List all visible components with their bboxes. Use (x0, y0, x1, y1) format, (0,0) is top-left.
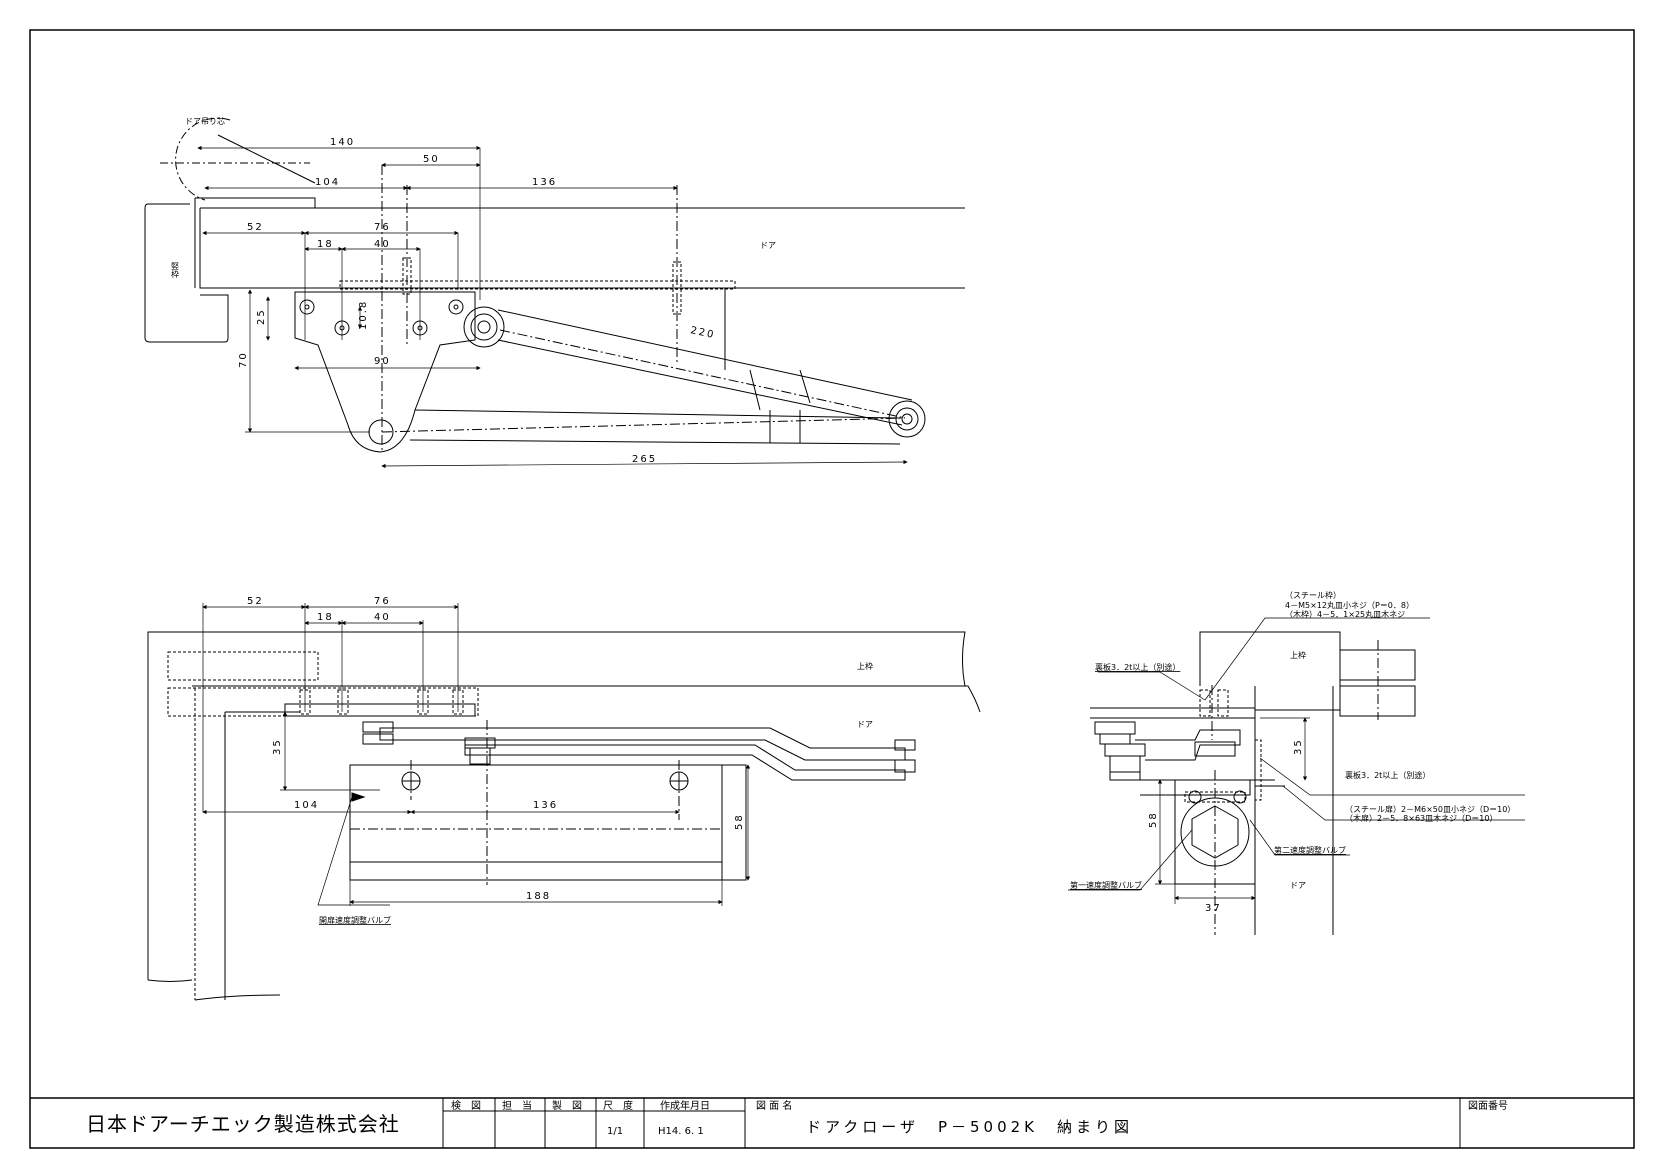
company-name: 日本ドアーチエック製造株式会社 (86, 1112, 400, 1136)
side-view (1068, 617, 1525, 935)
header-scale: 尺 度 (603, 1099, 633, 1112)
header-draft: 製 図 (552, 1099, 582, 1112)
front-dim-58: 58 (734, 813, 745, 830)
dim-76: 76 (374, 222, 391, 233)
valve2-label: 第二速度調整バルブ (1274, 845, 1346, 855)
closer-body (349, 764, 723, 881)
dim-265: 265 (632, 454, 657, 465)
screw-steel-frame: （スチール枠） (1285, 590, 1341, 600)
top-view-text: ドア吊り芯 竪枠 ドア 140 50 104 136 52 76 18 40 2… (171, 116, 777, 465)
title-block (30, 1097, 1634, 1148)
upper-arm (497, 309, 913, 426)
side-dim-35: 35 (1293, 738, 1304, 755)
drawing-name: ドアクローザ P－5002K 納まり図 (806, 1118, 1133, 1136)
front-dim-52: 52 (247, 596, 264, 607)
side-upper-frame-label: 上枠 (1290, 650, 1306, 660)
valve1-label: 第一速度調整バルブ (1070, 880, 1142, 890)
front-view (147, 603, 981, 1001)
dim-220: 220 (689, 325, 716, 341)
sheet-border (29, 29, 1635, 1149)
dim-18: 18 (317, 239, 334, 250)
front-upper-frame-label: 上枠 (857, 661, 873, 671)
drawing-name-label: 図 面 名 (756, 1099, 792, 1112)
header-person: 担 当 (502, 1099, 532, 1112)
bracket-plate (294, 291, 476, 453)
front-dim-40: 40 (374, 612, 391, 623)
frame-jamb (144, 203, 229, 343)
valve-label: 開扉速度調整バルブ (319, 915, 391, 925)
front-door-label: ドア (857, 720, 873, 729)
dim-104: 104 (315, 177, 340, 188)
hinge-label: ドア吊り芯 (185, 116, 225, 126)
hinge-arc (175, 117, 231, 201)
side-door-label: ドア (1290, 881, 1306, 890)
screw-steel-door: （スチール扉）2－M6×50皿小ネジ（D＝10） (1345, 804, 1515, 814)
screw-wood-door: （木扉）2－5．8×63皿木ネジ（D＝10） (1345, 813, 1498, 823)
dim-90: 90 (374, 356, 391, 367)
dim-25: 25 (256, 308, 267, 325)
front-dim-76: 76 (374, 596, 391, 607)
dim-52: 52 (247, 222, 264, 233)
front-dim-188: 188 (526, 891, 551, 902)
dim-70: 70 (238, 351, 249, 368)
side-frame (1199, 631, 1341, 711)
door-label: ドア (760, 241, 776, 250)
backplate-top-label: 裏板3．2t以上（別途） (1095, 662, 1180, 672)
dim-50: 50 (423, 154, 440, 165)
backplate-right-label: 裏板3．2t以上（別途） (1345, 770, 1430, 780)
drawing-number-label: 図面番号 (1468, 1100, 1508, 1112)
lower-arm (409, 409, 901, 445)
top-view (144, 117, 965, 469)
frame-label: 竪枠 (171, 262, 180, 279)
header-check: 検 図 (451, 1099, 481, 1112)
screw-spec-frame: 4－M5×12丸皿小ネジ（P＝0．8） (1285, 600, 1414, 610)
date-value: H14. 6. 1 (658, 1126, 704, 1137)
dim-136: 136 (532, 177, 557, 188)
front-view-text: 52 76 18 40 上枠 ドア 35 104 136 58 188 開扉速度… (247, 596, 873, 925)
dim-40: 40 (374, 239, 391, 250)
arm-pivot (888, 400, 926, 438)
side-dim-37: 37 (1205, 903, 1222, 914)
door-leaf (199, 208, 965, 289)
front-dim-104: 104 (294, 800, 319, 811)
side-dim-58: 58 (1148, 811, 1159, 828)
header-date: 作成年月日 (660, 1099, 710, 1112)
scale-value: 1/1 (607, 1126, 623, 1137)
front-dim-136: 136 (533, 800, 558, 811)
screw-wood-frame: （木枠）4－5．1×25丸皿木ネジ (1285, 609, 1405, 619)
dim-140: 140 (330, 137, 355, 148)
title-block-text: 日本ドアーチエック製造株式会社 検 図 担 当 製 図 尺 度 作成年月日 1/… (86, 1099, 1508, 1137)
side-view-text: （スチール枠） 4－M5×12丸皿小ネジ（P＝0．8） （木枠）4－5．1×25… (1070, 590, 1515, 914)
main-pivot (463, 306, 505, 348)
front-frame (147, 631, 966, 980)
front-dim-18: 18 (317, 612, 334, 623)
dim-10-8: 10.8 (358, 300, 369, 330)
front-dim-35: 35 (272, 738, 283, 755)
